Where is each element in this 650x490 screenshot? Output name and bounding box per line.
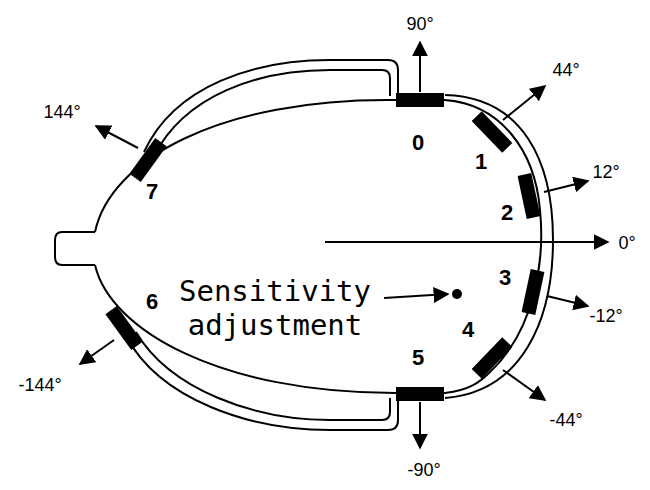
angle-label: 44°	[552, 60, 579, 81]
sensor-number: 5	[412, 345, 424, 371]
sensor-number: 0	[412, 130, 424, 156]
sensor-number: 7	[146, 179, 158, 205]
sensor-number: 4	[462, 317, 474, 343]
angle-label: 144°	[43, 102, 80, 123]
wire	[154, 70, 390, 156]
adjustment-dot	[452, 289, 462, 299]
sensor-number: 1	[475, 149, 487, 175]
sensor-number: 6	[146, 289, 158, 315]
connector-nub	[55, 232, 95, 265]
angle-label: -44°	[549, 410, 582, 431]
angle-label: -90°	[407, 460, 440, 481]
sensor-number: 3	[499, 265, 511, 291]
wire	[126, 336, 398, 430]
angle-label: -12°	[589, 306, 622, 327]
angle-label: -144°	[18, 375, 61, 396]
wire	[144, 60, 398, 152]
sensor-number: 2	[501, 200, 513, 226]
angle-label: 90°	[406, 14, 433, 35]
body-outline	[95, 100, 541, 393]
angle-label: 12°	[592, 162, 619, 183]
angle-label: 0°	[618, 233, 635, 254]
wire	[445, 95, 553, 398]
wire	[136, 332, 390, 420]
sensors	[105, 93, 544, 401]
direction-arrows	[80, 42, 608, 448]
callout-text: Sensitivity adjustment	[160, 274, 390, 342]
